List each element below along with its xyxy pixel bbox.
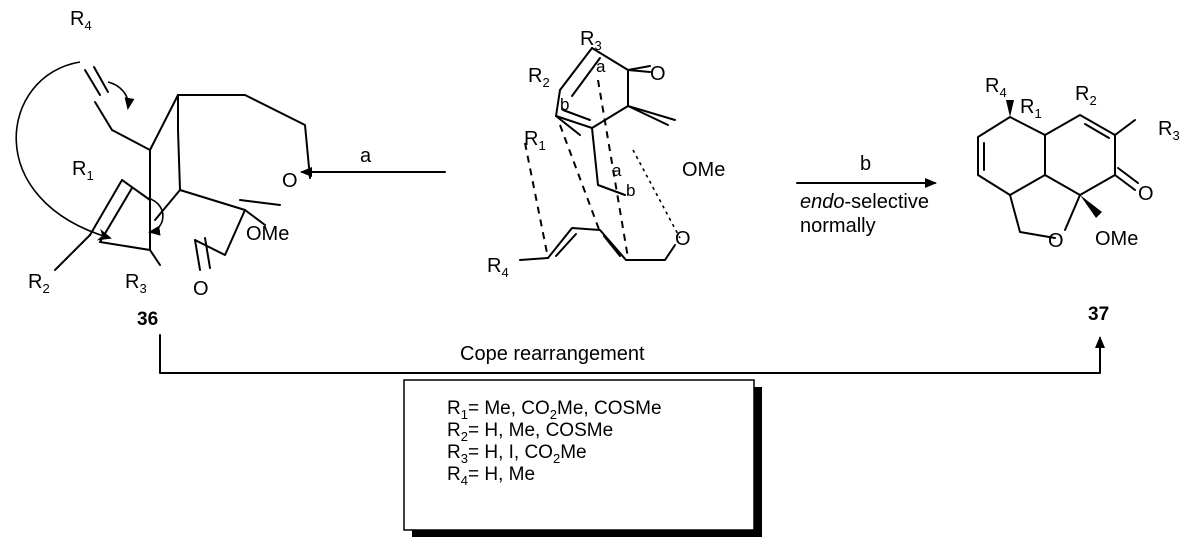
c37-ketone-oxygen: O bbox=[1138, 183, 1154, 205]
precursor-r1-label: R1 bbox=[524, 128, 546, 153]
c36-r2-label: R2 bbox=[28, 271, 50, 296]
compound-37-structure bbox=[977, 100, 1139, 239]
arrow-b-note: endo-selective bbox=[800, 191, 929, 213]
c37-ether-oxygen: O bbox=[1048, 230, 1064, 252]
precursor-site-a-top: a bbox=[596, 57, 606, 76]
cope-arrow bbox=[159, 334, 1105, 374]
c36-ring-oxygen: O bbox=[282, 170, 298, 192]
precursor-site-b-top: b bbox=[560, 95, 569, 114]
legend-line-r4: R4= H, Me bbox=[447, 464, 535, 488]
c37-r3-label: R3 bbox=[1158, 118, 1180, 143]
arrow-a-label: a bbox=[360, 145, 372, 167]
compound-37-number: 37 bbox=[1088, 304, 1109, 325]
precursor-site-a-low: a bbox=[612, 161, 622, 180]
cope-label: Cope rearrangement bbox=[460, 343, 645, 365]
precursor-r4-label: R4 bbox=[487, 255, 509, 280]
legend-line-r2: R2= H, Me, COSMe bbox=[447, 420, 613, 444]
c37-ome: OMe bbox=[1095, 228, 1138, 250]
substituent-legend bbox=[403, 379, 762, 537]
precursor-r2-label: R2 bbox=[528, 65, 550, 90]
precursor-ome: OMe bbox=[682, 159, 725, 181]
c36-r1-label: R1 bbox=[72, 158, 94, 183]
compound-36-structure bbox=[15, 61, 311, 271]
precursor-site-b-low: b bbox=[626, 181, 635, 200]
arrow-b-label: b bbox=[860, 153, 871, 175]
compound-36-number: 36 bbox=[137, 309, 158, 330]
c37-r1-label: R1 bbox=[1020, 96, 1042, 121]
c36-ome: OMe bbox=[246, 223, 289, 245]
c37-r4-label: R4 bbox=[985, 75, 1007, 100]
c37-r2-label: R2 bbox=[1075, 83, 1097, 108]
c36-r3-label: R3 bbox=[125, 271, 147, 296]
c36-ketone-oxygen: O bbox=[193, 278, 209, 300]
precursor-ketone-oxygen: O bbox=[650, 63, 666, 85]
precursor-structure bbox=[519, 47, 681, 261]
precursor-r3-label: R3 bbox=[580, 28, 602, 53]
arrow-b-note-line2: normally bbox=[800, 215, 876, 237]
precursor-ether-oxygen: O bbox=[675, 228, 691, 250]
legend-line-r1: R1= Me, CO2Me, COSMe bbox=[447, 398, 662, 422]
c36-r4-label: R4 bbox=[70, 8, 92, 33]
legend-line-r3: R3= H, I, CO2Me bbox=[447, 442, 587, 466]
